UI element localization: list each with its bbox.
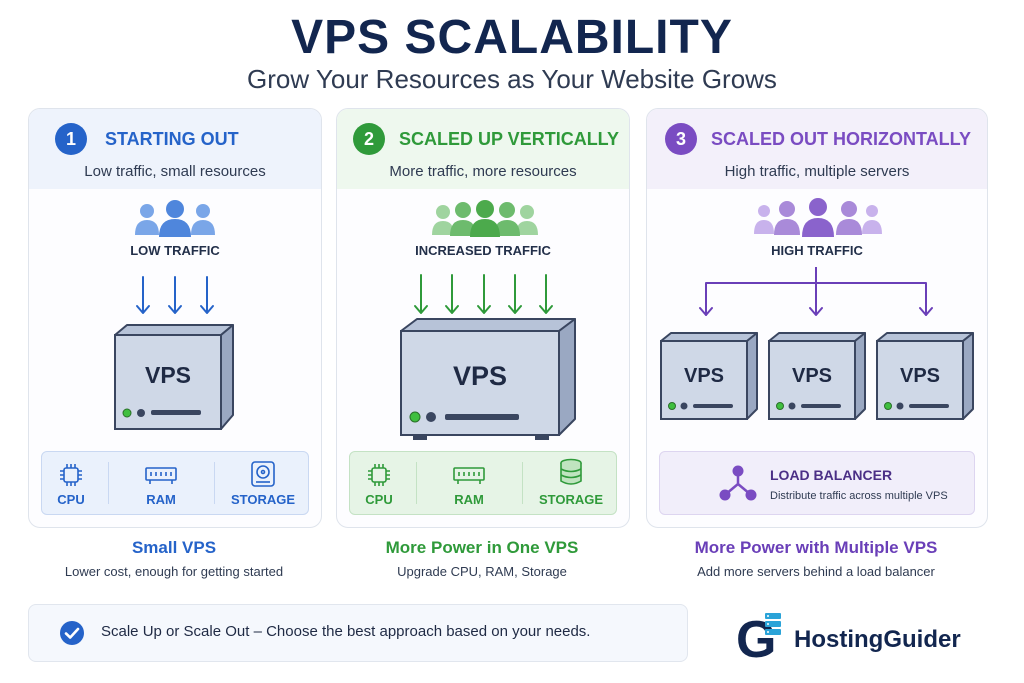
traffic-arrows xyxy=(136,276,214,314)
users-icon xyxy=(754,198,882,237)
panel-header: 3 SCALED OUT HORIZONTALLY High traffic, … xyxy=(647,109,987,189)
divider xyxy=(214,462,215,504)
server-icon: VPS xyxy=(114,324,234,430)
users-icon xyxy=(432,200,538,237)
panel-header: 1 STARTING OUT Low traffic, small resour… xyxy=(29,109,321,189)
load-balancer-desc: Distribute traffic across multiple VPS xyxy=(770,490,948,502)
resource-cpu: CPU xyxy=(42,452,100,514)
panel-description: More traffic, more resources xyxy=(389,163,577,180)
panel-heading: SCALED OUT HORIZONTALLY xyxy=(711,129,971,149)
storage-icon xyxy=(251,461,275,487)
resources-box: CPU RAM STORAGE xyxy=(349,451,617,515)
ram-icon xyxy=(453,467,485,484)
server-icon-2: VPS xyxy=(768,332,866,420)
cpu-icon xyxy=(60,464,82,486)
traffic-arrows xyxy=(414,274,553,314)
page-subtitle: Grow Your Resources as Your Website Grow… xyxy=(247,64,777,94)
caption-description: Upgrade CPU, RAM, Storage xyxy=(397,564,567,579)
resource-ram: RAM xyxy=(116,452,206,514)
panel-description: Low traffic, small resources xyxy=(84,163,266,180)
server-label: VPS xyxy=(684,365,724,387)
server-stack-icon xyxy=(765,613,781,635)
server-label: VPS xyxy=(792,365,832,387)
resources-box: CPU RAM STORAGE xyxy=(41,451,309,515)
divider xyxy=(416,462,417,504)
network-icon xyxy=(719,465,757,501)
step-number-badge: 1 xyxy=(55,123,87,155)
traffic-split-arrows xyxy=(699,267,933,316)
caption-description: Add more servers behind a load balancer xyxy=(697,564,935,579)
resource-storage: STORAGE xyxy=(528,452,614,514)
cpu-icon xyxy=(368,464,390,486)
logo-text: HostingGuider xyxy=(794,626,961,653)
server-icon: VPS xyxy=(400,318,576,440)
panel-starting-out: 1 STARTING OUT Low traffic, small resour… xyxy=(28,108,322,528)
load-balancer-box: LOAD BALANCER Distribute traffic across … xyxy=(659,451,975,515)
panel-scaled-out: 3 SCALED OUT HORIZONTALLY High traffic, … xyxy=(646,108,988,528)
footer-text: Scale Up or Scale Out – Choose the best … xyxy=(101,623,591,640)
server-icon-3: VPS xyxy=(876,332,974,420)
caption-title: Small VPS xyxy=(131,538,217,557)
ram-icon xyxy=(145,467,177,484)
storage-icon xyxy=(560,458,582,485)
traffic-label: INCREASED TRAFFIC xyxy=(415,243,551,258)
resource-storage: STORAGE xyxy=(220,452,306,514)
divider xyxy=(108,462,109,504)
panel-description: High traffic, multiple servers xyxy=(724,163,910,180)
caption-title: More Power with Multiple VPS xyxy=(694,538,938,557)
panel-header: 2 SCALED UP VERTICALLY More traffic, mor… xyxy=(337,109,629,189)
server-label: VPS xyxy=(453,361,507,391)
brand-logo: G HostingGuider xyxy=(736,612,1006,668)
step-number-badge: 2 xyxy=(353,123,385,155)
traffic-label: LOW TRAFFIC xyxy=(130,243,220,258)
resource-ram: RAM xyxy=(424,452,514,514)
caption-description: Lower cost, enough for getting started xyxy=(64,564,284,579)
divider xyxy=(522,462,523,504)
traffic-label: HIGH TRAFFIC xyxy=(771,243,863,258)
server-icon-1: VPS xyxy=(660,332,758,420)
resource-cpu: CPU xyxy=(350,452,408,514)
panel-heading: SCALED UP VERTICALLY xyxy=(399,129,620,149)
server-label: VPS xyxy=(145,362,191,388)
caption-title: More Power in One VPS xyxy=(385,538,579,557)
panel-scaled-up: 2 SCALED UP VERTICALLY More traffic, mor… xyxy=(336,108,630,528)
panel-heading: STARTING OUT xyxy=(105,129,239,149)
load-balancer-title: LOAD BALANCER xyxy=(770,467,893,483)
page-title: VPS SCALABILITY xyxy=(291,11,733,64)
step-number-badge: 3 xyxy=(665,123,697,155)
users-icon xyxy=(135,200,215,237)
server-label: VPS xyxy=(900,365,940,387)
footer-banner: Scale Up or Scale Out – Choose the best … xyxy=(28,604,688,662)
checkmark-icon xyxy=(60,621,84,645)
